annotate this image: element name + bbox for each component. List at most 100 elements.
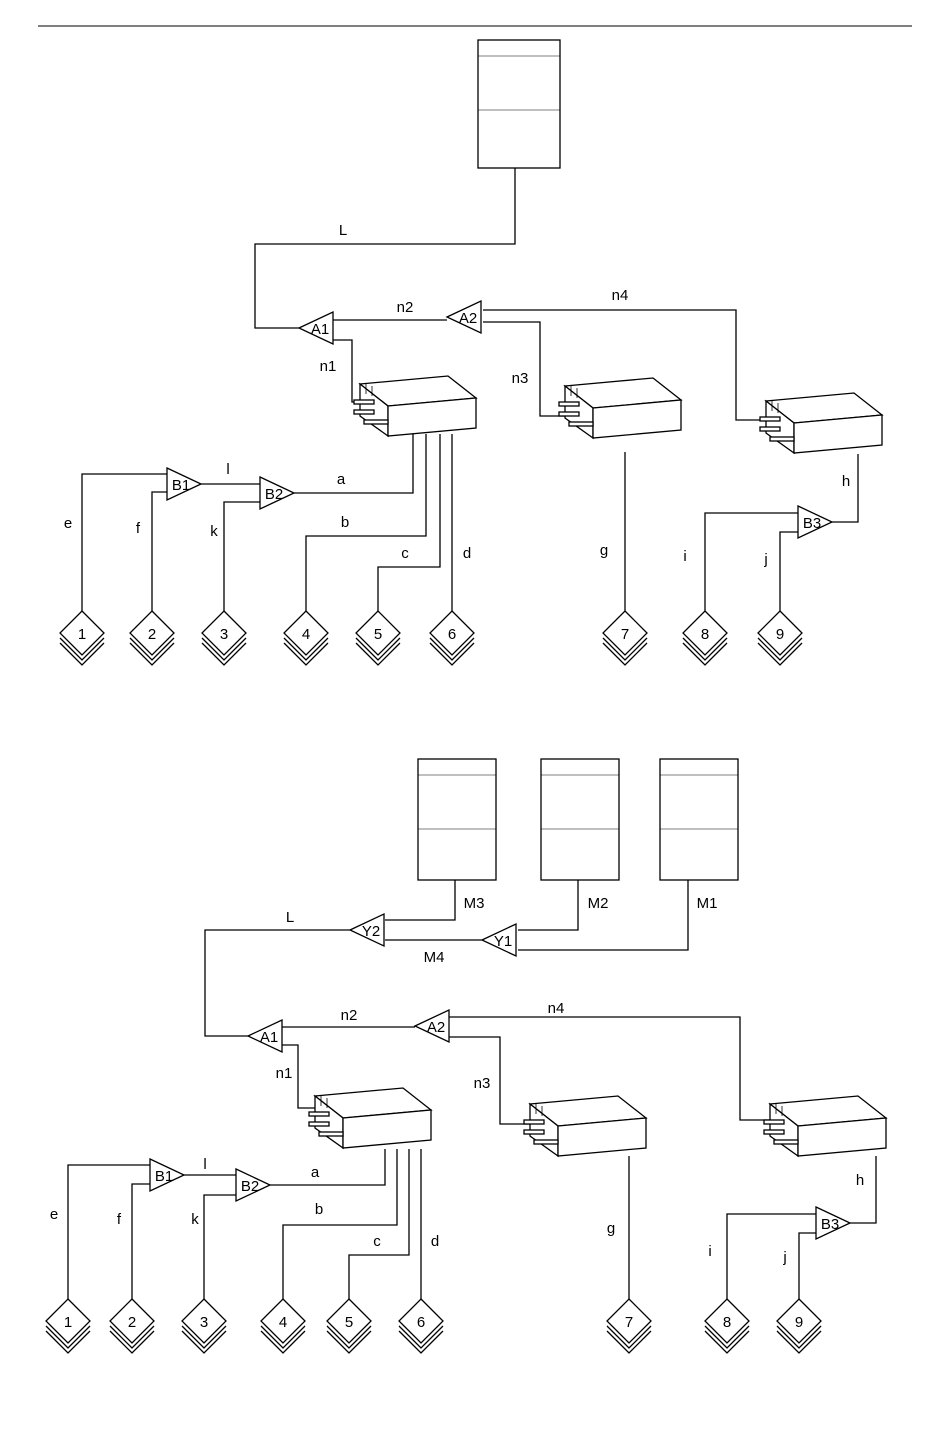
- label-k: k: [210, 523, 218, 540]
- label-j: j: [763, 551, 767, 568]
- device-3: [760, 393, 882, 453]
- terminal-5-label: 5: [374, 626, 382, 643]
- label-L: L: [286, 909, 294, 926]
- terminal-5: 5: [327, 1299, 371, 1353]
- coupler-A2: A2: [415, 1010, 449, 1042]
- cable-L: [205, 930, 350, 1036]
- cable-M2: [518, 880, 578, 930]
- terminal-1-label: 1: [64, 1314, 72, 1331]
- coupler-Y1-label: Y1: [494, 933, 512, 950]
- terminal-7: 7: [603, 611, 647, 665]
- terminal-6: 6: [430, 611, 474, 665]
- coupler-B2: B2: [260, 477, 294, 509]
- terminal-3: 3: [202, 611, 246, 665]
- label-M3: M3: [464, 895, 485, 912]
- cable-k: [204, 1195, 236, 1320]
- cable-n1: [333, 340, 360, 402]
- coupler-B1: B1: [167, 468, 201, 500]
- terminal-4-label: 4: [279, 1314, 287, 1331]
- coupler-A1: A1: [248, 1020, 282, 1052]
- label-a: a: [311, 1164, 320, 1181]
- coupler-B2-label: B2: [265, 486, 283, 503]
- terminal-3: 3: [182, 1299, 226, 1353]
- cable-e: [68, 1165, 150, 1320]
- coupler-B3-label: B3: [821, 1216, 839, 1233]
- device-3: [764, 1096, 886, 1156]
- terminal-5-label: 5: [345, 1314, 353, 1331]
- terminal-4: 4: [261, 1299, 305, 1353]
- terminal-9: 9: [777, 1299, 821, 1353]
- label-i: i: [683, 548, 686, 565]
- terminal-7: 7: [607, 1299, 651, 1353]
- cabinet-1: [418, 759, 496, 880]
- terminal-8-label: 8: [723, 1314, 731, 1331]
- label-l: l: [203, 1156, 206, 1173]
- terminal-6-label: 6: [417, 1314, 425, 1331]
- label-g: g: [607, 1220, 615, 1237]
- label-h: h: [842, 473, 850, 490]
- label-b: b: [341, 514, 349, 531]
- label-l: l: [226, 461, 229, 478]
- terminal-8: 8: [683, 611, 727, 665]
- coupler-B3: B3: [816, 1207, 850, 1239]
- label-M2: M2: [588, 895, 609, 912]
- label-d: d: [431, 1233, 439, 1250]
- coupler-A2-label: A2: [459, 310, 477, 327]
- terminal-1-label: 1: [78, 626, 86, 643]
- label-c: c: [373, 1233, 381, 1250]
- coupler-Y2-label: Y2: [362, 923, 380, 940]
- label-n2: n2: [341, 1007, 358, 1024]
- coupler-B1-label: B1: [172, 477, 190, 494]
- terminal-4: 4: [284, 611, 328, 665]
- cabinet-2: [541, 759, 619, 880]
- label-n4: n4: [612, 287, 629, 304]
- cable-h: [850, 1156, 876, 1223]
- label-d: d: [463, 545, 471, 562]
- coupler-A1-label: A1: [311, 321, 329, 338]
- coupler-B1: B1: [150, 1159, 184, 1191]
- label-n1: n1: [320, 358, 337, 375]
- coupler-A2-label: A2: [427, 1019, 445, 1036]
- label-b: b: [315, 1201, 323, 1218]
- terminal-1: 1: [46, 1299, 90, 1353]
- label-n4: n4: [548, 1000, 565, 1017]
- label-k: k: [191, 1211, 199, 1228]
- coupler-Y2: Y2: [350, 914, 384, 946]
- terminal-9-label: 9: [776, 626, 784, 643]
- terminal-3-label: 3: [220, 626, 228, 643]
- cable-n3: [483, 322, 565, 416]
- terminal-6-label: 6: [448, 626, 456, 643]
- terminal-3-label: 3: [200, 1314, 208, 1331]
- device-2: [524, 1096, 646, 1156]
- label-f: f: [136, 520, 141, 537]
- label-f: f: [117, 1211, 122, 1228]
- cable-M3: [385, 880, 455, 920]
- terminal-9: 9: [758, 611, 802, 665]
- label-a: a: [337, 471, 346, 488]
- cable-f: [132, 1184, 150, 1320]
- label-g: g: [600, 542, 608, 559]
- terminal-2: 2: [130, 611, 174, 665]
- label-M1: M1: [697, 895, 718, 912]
- label-c: c: [401, 545, 409, 562]
- coupler-A2: A2: [447, 301, 481, 333]
- coupler-B2-label: B2: [241, 1178, 259, 1195]
- label-e: e: [64, 515, 72, 532]
- terminal-2: 2: [110, 1299, 154, 1353]
- coupler-Y1: Y1: [482, 924, 516, 956]
- cable-M1: [518, 880, 688, 950]
- terminal-6: 6: [399, 1299, 443, 1353]
- device-2: [559, 378, 681, 438]
- label-i: i: [708, 1243, 711, 1260]
- label-e: e: [50, 1206, 58, 1223]
- terminal-9-label: 9: [795, 1314, 803, 1331]
- terminal-1: 1: [60, 611, 104, 665]
- coupler-B3: B3: [798, 506, 832, 538]
- terminal-2-label: 2: [128, 1314, 136, 1331]
- label-j: j: [782, 1249, 786, 1266]
- label-n3: n3: [512, 370, 529, 387]
- terminal-7-label: 7: [621, 626, 629, 643]
- cabinet: [478, 40, 560, 168]
